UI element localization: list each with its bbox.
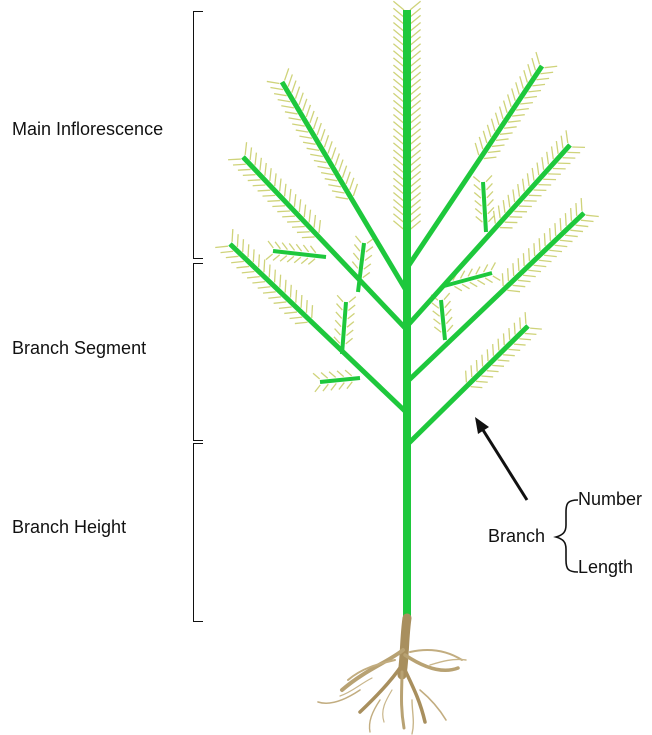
branch-trait-brace [556, 500, 578, 572]
root-system [318, 618, 466, 734]
sub-branch-g [320, 378, 360, 382]
sub-branch-a [273, 251, 326, 257]
sub-branch-c [483, 182, 486, 232]
branch-layer [230, 10, 584, 620]
branch-upper-right [407, 66, 542, 268]
branch-mid-right [409, 145, 570, 324]
branch-mid-left [243, 157, 407, 330]
sub-branch-f [441, 300, 445, 340]
branch-bottom-right [409, 326, 528, 443]
branch-arrow [475, 417, 527, 500]
